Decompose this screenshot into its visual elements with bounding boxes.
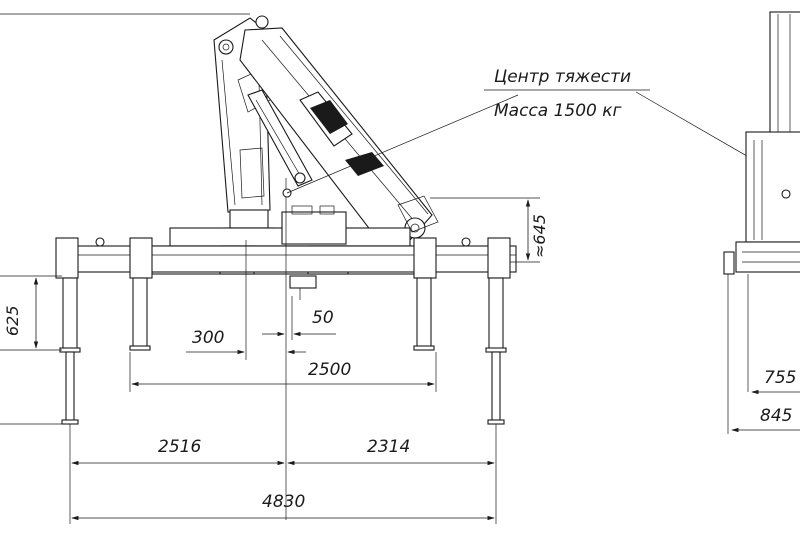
front-view: ≈645 625 300 50 2500 <box>0 13 779 524</box>
dimension-4830-label: 4830 <box>262 492 305 512</box>
hydraulic-cylinder <box>247 89 313 187</box>
dimension-2500: 2500 <box>129 352 437 392</box>
dimension-2500-label: 2500 <box>308 360 351 380</box>
dimension-645-label: ≈645 <box>530 214 549 258</box>
side-valve-bank <box>735 241 800 273</box>
dimension-300-label: 300 <box>192 328 224 348</box>
outrigger-legs <box>59 277 507 425</box>
center-of-gravity-label: Центр тяжести <box>494 67 631 87</box>
outrigger-beam <box>55 237 517 279</box>
dimension-2516-label: 2516 <box>158 437 201 457</box>
annotation-leader <box>286 94 519 194</box>
dimension-4830: 4830 <box>71 492 495 521</box>
dimension-845-label: 845 <box>760 406 792 426</box>
mass-label: Масса 1500 кг <box>494 101 622 121</box>
side-view: 755 845 <box>723 11 800 434</box>
dimension-50: 50 <box>262 296 336 340</box>
dimension-625-label: 625 <box>3 305 22 336</box>
dimension-645: ≈645 <box>430 197 549 263</box>
dimension-300: 300 <box>186 240 306 360</box>
dimension-755-label: 755 <box>764 368 796 388</box>
side-body <box>745 131 800 243</box>
dimension-2516-2314: 2516 2314 <box>69 424 497 524</box>
dimension-625: 625 <box>0 275 62 351</box>
dimension-50-label: 50 <box>312 308 334 328</box>
dimension-2314-label: 2314 <box>367 437 410 457</box>
